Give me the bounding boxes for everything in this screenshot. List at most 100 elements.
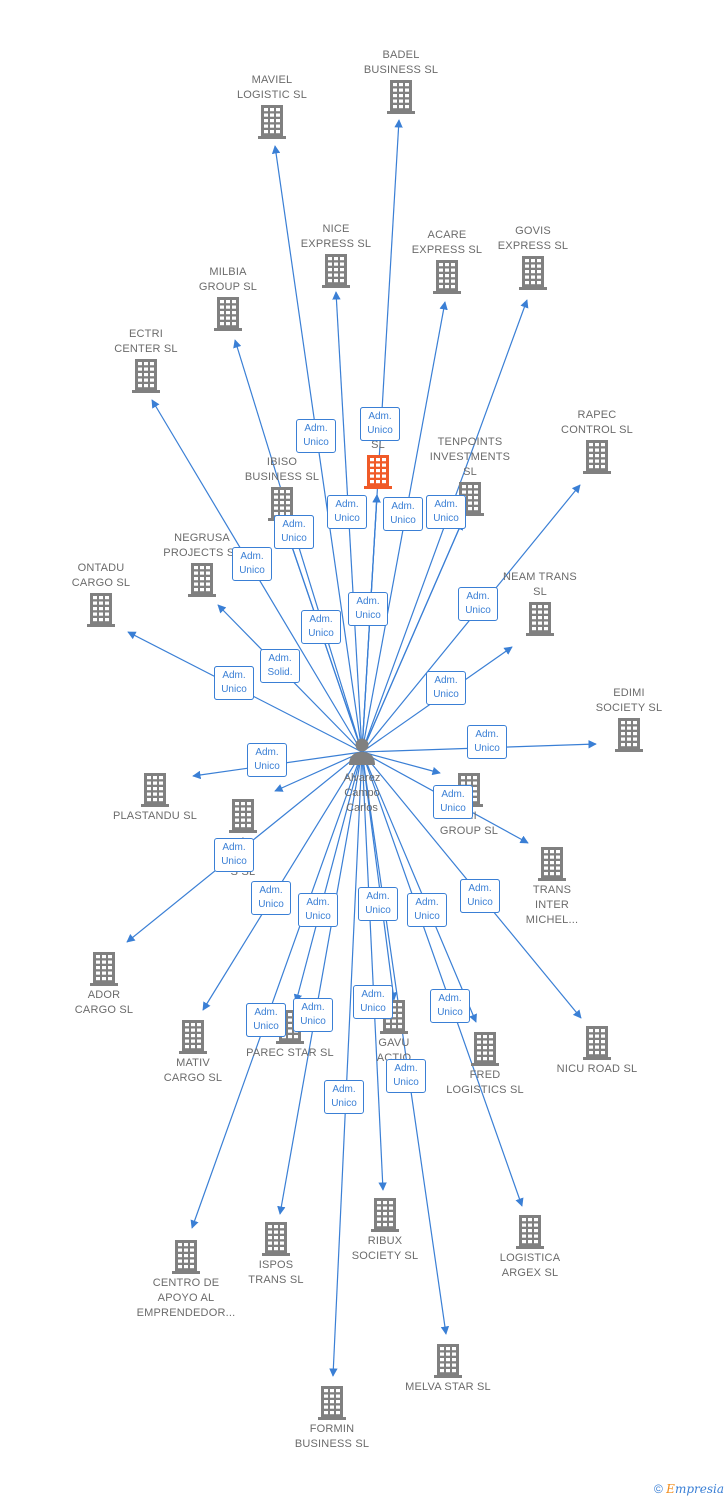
role-badge-centro[interactable]: Adm.Unico	[246, 1003, 286, 1037]
role-badge-acare[interactable]: Adm.Unico	[383, 497, 423, 531]
building-icon	[434, 1344, 462, 1378]
company-label-line: INVESTMENTS	[429, 451, 511, 463]
company-label-line: NICE	[322, 223, 350, 235]
role-text: Adm.	[222, 842, 246, 853]
role-badge-ontadu[interactable]: Adm.Unico	[214, 666, 254, 700]
role-badge-ador[interactable]: Adm.Unico	[251, 881, 291, 915]
role-badge-neam[interactable]: Adm.Unico	[426, 671, 466, 705]
building-icon	[433, 260, 461, 294]
role-badge-tenpoints[interactable]: Adm.Unico	[348, 592, 388, 626]
role-text: Unico	[440, 803, 466, 814]
role-badge-logistica[interactable]: Adm. Unico	[407, 893, 447, 927]
role-badge-melva[interactable]: Adm.Unico	[386, 1059, 426, 1093]
building-icon	[364, 455, 392, 489]
role-badge-ibiso[interactable]: Adm.Unico	[274, 515, 314, 549]
company-node-nice[interactable]: NICE EXPRESS SL	[276, 222, 396, 290]
company-label-line: PROJECTS SL	[163, 547, 241, 559]
company-label-line: ISPOS	[258, 1259, 294, 1271]
role-text: Solid.	[267, 667, 293, 678]
role-badge-negrusa[interactable]: Adm.Solid.	[260, 649, 300, 683]
role-text: Adm.	[254, 1007, 278, 1018]
role-text: Adm.	[368, 411, 392, 422]
person-node-alvarez-campo-carlos[interactable]: Alvarez Campo Carlos	[322, 736, 402, 816]
role-badge-formin[interactable]: Adm.Unico	[324, 1080, 364, 1114]
company-label-line: ADOR	[87, 989, 121, 1001]
role-text: Adm.	[306, 897, 330, 908]
role-badge-a_eb[interactable]: Adm. Unico	[214, 838, 254, 872]
role-text: Adm.	[335, 499, 359, 510]
company-label-line: GOVIS	[515, 225, 551, 237]
role-text: Adm.	[259, 885, 283, 896]
role-badge-plastandu[interactable]: Adm.Unico	[247, 743, 287, 777]
role-badge-ptra[interactable]: Adm.Unico	[360, 407, 400, 441]
company-label-line: SL	[463, 466, 477, 478]
company-node-plastandu[interactable]: PLASTANDU SL	[95, 771, 215, 824]
company-node-melva[interactable]: MELVA STAR SL	[388, 1342, 508, 1395]
company-label-line: CARGO SL	[163, 1072, 223, 1084]
edge-to-ispos	[277, 751, 363, 1215]
company-node-nicu[interactable]: NICU ROAD SL	[537, 1024, 657, 1077]
role-text: Adm.	[415, 897, 439, 908]
edge-to-melva	[361, 751, 450, 1335]
company-label-line: EXPRESS SL	[300, 238, 372, 250]
company-label-line: LOGISTICS SL	[446, 1084, 524, 1096]
company-label-line: NEAM TRANS	[503, 571, 577, 583]
building-icon	[258, 105, 286, 139]
role-badge-edimi[interactable]: Adm.Unico	[467, 725, 507, 759]
company-node-ador[interactable]: ADOR CARGO SL	[44, 950, 164, 1018]
role-badge-rapec[interactable]: Adm.Unico	[458, 587, 498, 621]
role-text: Adm.	[441, 789, 465, 800]
company-label-line: CARGO SL	[71, 577, 131, 589]
role-badge-tenpoints[interactable]: Adm.Unico	[426, 495, 466, 529]
role-badge-nice[interactable]: Adm.Unico	[327, 495, 367, 529]
role-badge-rimi[interactable]: Adm. Unico	[433, 785, 473, 819]
role-text: Adm.	[301, 1002, 325, 1013]
company-node-negrusa[interactable]: NEGRUSA PROJECTS SL	[142, 531, 262, 599]
company-label-line: CARGO SL	[74, 1004, 134, 1016]
role-badge-milbia[interactable]: Adm.Unico	[232, 547, 272, 581]
edge-to-centro	[190, 751, 363, 1229]
company-label-line: NEGRUSA	[174, 532, 230, 544]
role-text: Unico	[433, 513, 459, 524]
role-badge-parec[interactable]: Adm.Unico	[293, 998, 333, 1032]
building-icon	[188, 563, 216, 597]
role-badge-ptra[interactable]: Adm.Unico	[301, 610, 341, 644]
company-label-line: GAVU	[378, 1037, 410, 1049]
role-text: Unico	[221, 856, 247, 867]
company-label-line: PLASTANDU SL	[112, 810, 198, 822]
edge-to-ribux	[361, 751, 387, 1191]
role-badge-ispos[interactable]: Adm.Unico	[298, 893, 338, 927]
role-badge-fred[interactable]: Adm.Unico	[430, 989, 470, 1023]
empresia-footer[interactable]: © Empresia	[654, 1482, 724, 1496]
company-label-line: MICHEL...	[525, 914, 579, 926]
role-text: Unico	[414, 911, 440, 922]
company-label-line: BUSINESS SL	[244, 471, 320, 483]
role-badge-maviel[interactable]: Adm.Unico	[296, 419, 336, 453]
role-text: Unico	[308, 628, 334, 639]
company-label-line: SOCIETY SL	[595, 702, 663, 714]
role-badge-gavu[interactable]: Adm.Unico	[358, 887, 398, 921]
role-badge-nicu[interactable]: Adm.Unico	[460, 879, 500, 913]
role-badge-ribux[interactable]: Adm.Unico	[353, 985, 393, 1019]
company-label-line: MELVA STAR SL	[405, 1381, 491, 1393]
